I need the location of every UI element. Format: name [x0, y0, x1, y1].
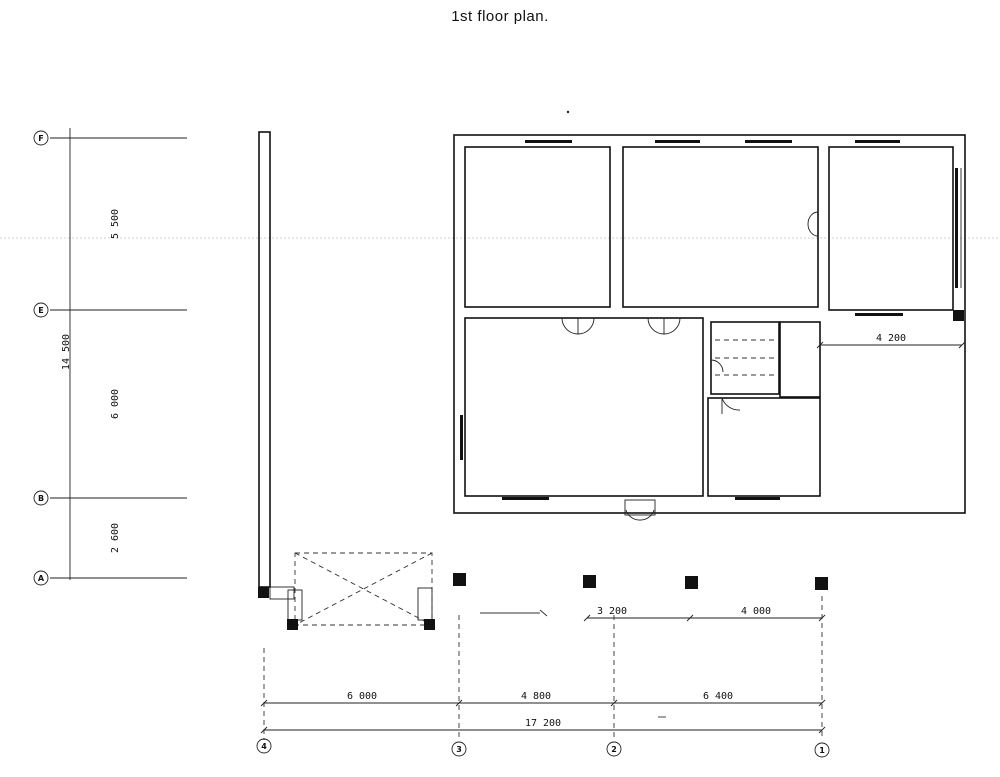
- terrace-dimension-label: 3 200: [597, 606, 627, 617]
- terrace-dimension: 3 200 4 000: [583, 606, 826, 622]
- window: [955, 168, 958, 288]
- grid-bubble-e: E: [33, 302, 49, 318]
- door-swing: [807, 211, 819, 237]
- horizontal-grid: 6 000 4 800 6 400 17 200 4 3 2 1: [256, 596, 830, 758]
- svg-text:F: F: [38, 134, 43, 143]
- entrance-canopy: [269, 552, 435, 630]
- window: [745, 140, 792, 143]
- living-room: [464, 317, 704, 497]
- window: [855, 313, 903, 316]
- window: [735, 497, 780, 500]
- overall-height-label: 14 500: [61, 334, 72, 370]
- entrance-door: [625, 509, 655, 521]
- svg-text:E: E: [38, 306, 43, 315]
- room-top-center: [622, 146, 819, 308]
- wing-dimension-label: 4 200: [876, 333, 906, 344]
- vertical-grid: F E B A 14 500 5 500 6 000 2 600: [33, 128, 187, 586]
- drawing-title: 1st floor plan.: [451, 8, 549, 25]
- height-segment-label: 5 500: [110, 209, 121, 239]
- width-segment-label: 4 800: [521, 691, 551, 702]
- column: [453, 573, 466, 586]
- column: [685, 576, 698, 589]
- service-room: [779, 321, 821, 398]
- width-segment-label: 6 000: [347, 691, 377, 702]
- window: [460, 415, 463, 460]
- terrace-dimension-label: 4 000: [741, 606, 771, 617]
- wing-dimension: 4 200: [816, 333, 966, 349]
- window: [525, 140, 572, 143]
- room-bottom-right: [707, 397, 821, 497]
- svg-text:2: 2: [611, 745, 617, 754]
- grid-bubble-2: 2: [606, 741, 622, 757]
- column: [258, 587, 269, 598]
- grid-bubble-a: A: [33, 570, 49, 586]
- long-wall: [258, 131, 271, 598]
- height-segment-label: 6 000: [110, 389, 121, 419]
- svg-text:1: 1: [819, 746, 825, 755]
- svg-text:B: B: [38, 494, 44, 503]
- grid-bubble-4: 4: [256, 738, 272, 754]
- room-top-right: [828, 146, 954, 311]
- grid-bubble-b: B: [33, 490, 49, 506]
- grid-bubble-1: 1: [814, 742, 830, 758]
- room-top-left: [464, 146, 611, 308]
- height-segment-label: 2 600: [110, 523, 121, 553]
- outer-wall: [453, 134, 966, 514]
- window: [655, 140, 700, 143]
- stair-core: [710, 321, 780, 395]
- column: [583, 575, 596, 588]
- main-building: [453, 134, 966, 521]
- grid-bubble-3: 3: [451, 741, 467, 757]
- column: [287, 619, 298, 630]
- svg-text:3: 3: [456, 745, 462, 754]
- svg-text:4: 4: [261, 742, 267, 751]
- column: [953, 310, 964, 321]
- terrace-columns: [453, 573, 828, 617]
- window: [855, 140, 900, 143]
- column: [424, 619, 435, 630]
- overall-width-label: 17 200: [525, 718, 561, 729]
- window: [502, 497, 549, 500]
- column: [815, 577, 828, 590]
- grid-bubble-f: F: [33, 130, 49, 146]
- width-segment-label: 6 400: [703, 691, 733, 702]
- svg-text:A: A: [38, 574, 45, 583]
